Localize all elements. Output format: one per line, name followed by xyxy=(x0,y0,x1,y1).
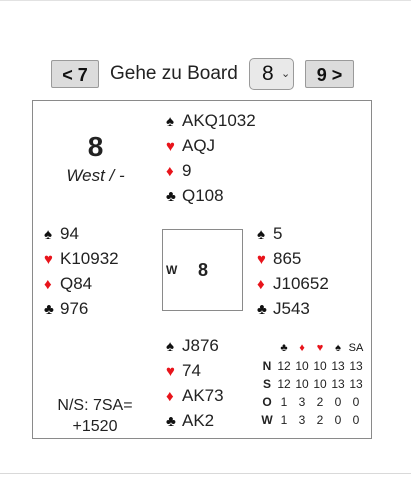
diamond-icon: ♦ xyxy=(166,163,174,180)
player-label: W xyxy=(261,413,273,427)
trick-cell: 13 xyxy=(349,359,363,373)
player-label: O xyxy=(262,395,272,409)
goto-board-label: Gehe zu Board xyxy=(110,63,238,84)
trick-cell: 10 xyxy=(295,359,309,373)
east-diamonds: J10652 xyxy=(273,274,329,293)
hand-diagram: 8 West / - ♠ AKQ1032 ♥ AQJ ♦ 9 ♣ Q108 ♠ 94 ♥ K… xyxy=(32,100,372,439)
west-hand: ♠ 94 ♥ K10932 ♦ Q84 ♣ 976 xyxy=(44,221,119,321)
trick-cell: 0 xyxy=(334,413,342,427)
trick-cell: 2 xyxy=(316,395,324,409)
spade-icon: ♠ xyxy=(44,226,52,243)
south-clubs: AK2 xyxy=(182,411,215,430)
east-spades: 5 xyxy=(273,224,283,243)
table-row: S 12 10 10 13 13 xyxy=(259,375,365,393)
north-spades: AKQ1032 xyxy=(182,111,256,130)
board-number: 8 xyxy=(87,131,104,162)
east-hand: ♠ 5 ♥ 865 ♦ J10652 ♣ J543 xyxy=(257,221,329,321)
heart-icon: ♥ xyxy=(257,251,266,268)
spade-icon: ♠ xyxy=(335,342,341,354)
compass-board-number: 8 xyxy=(198,260,209,280)
heart-icon: ♥ xyxy=(44,251,53,268)
trick-cell: 10 xyxy=(313,359,327,373)
heart-icon: ♥ xyxy=(166,363,175,380)
player-label: N xyxy=(262,359,272,373)
trick-cell: 3 xyxy=(298,395,306,409)
spade-icon: ♠ xyxy=(257,226,265,243)
table-row: W 1 3 2 0 0 xyxy=(259,411,365,429)
chevron-down-icon: ⌄ xyxy=(281,68,291,80)
north-hand: ♠ AKQ1032 ♥ AQJ ♦ 9 ♣ Q108 xyxy=(166,108,256,208)
club-icon: ♣ xyxy=(280,342,288,354)
dealer-vulnerability: West / - xyxy=(66,166,125,185)
next-board-button[interactable]: 9 > xyxy=(305,60,354,88)
notrump-header: SA xyxy=(348,342,364,354)
trick-cell: 13 xyxy=(331,377,345,391)
east-hearts: 865 xyxy=(273,249,302,268)
spade-icon: ♠ xyxy=(166,113,174,130)
diamond-icon: ♦ xyxy=(44,276,52,293)
trick-cell: 3 xyxy=(298,413,306,427)
compass-west-label: W xyxy=(166,263,178,277)
trick-cell: 13 xyxy=(331,359,345,373)
trick-cell: 2 xyxy=(316,413,324,427)
heart-icon: ♥ xyxy=(166,138,175,155)
club-icon: ♣ xyxy=(166,188,176,205)
trick-cell: 1 xyxy=(280,413,288,427)
trick-cell: 0 xyxy=(334,395,342,409)
top-divider xyxy=(0,0,411,1)
tricks-header-row: ♣ ♦ ♥ ♠ SA xyxy=(259,339,365,357)
trick-cell: 0 xyxy=(352,413,360,427)
heart-icon: ♥ xyxy=(316,342,324,354)
board-select[interactable]: 8 ⌄ xyxy=(249,58,294,90)
bottom-divider xyxy=(0,473,411,474)
trick-cell: 12 xyxy=(277,359,291,373)
south-spades: J876 xyxy=(182,336,219,355)
diamond-icon: ♦ xyxy=(257,276,265,293)
east-clubs: J543 xyxy=(273,299,310,318)
spade-icon: ♠ xyxy=(166,338,174,355)
club-icon: ♣ xyxy=(44,301,54,318)
board-navigation: < 7 Gehe zu Board 8 ⌄ 9 > xyxy=(0,58,411,90)
makeable-contracts-table: ♣ ♦ ♥ ♠ SA N 12 10 10 13 13 S 12 10 10 1… xyxy=(259,339,365,429)
south-diamonds: AK73 xyxy=(182,386,224,405)
west-clubs: 976 xyxy=(60,299,89,318)
diamond-icon: ♦ xyxy=(166,388,174,405)
diamond-icon: ♦ xyxy=(299,342,305,354)
trick-cell: 13 xyxy=(349,377,363,391)
north-hearts: AQJ xyxy=(182,136,216,155)
west-diamonds: Q84 xyxy=(60,274,93,293)
south-hearts: 74 xyxy=(182,361,201,380)
west-spades: 94 xyxy=(60,224,79,243)
trick-cell: 1 xyxy=(280,395,288,409)
board-select-value: 8 xyxy=(262,62,274,85)
table-row: O 1 3 2 0 0 xyxy=(259,393,365,411)
table-row: N 12 10 10 13 13 xyxy=(259,357,365,375)
contract-result: N/S: 7SA= +1520 xyxy=(43,395,147,437)
west-hearts: K10932 xyxy=(60,249,119,268)
contract-line: N/S: 7SA= xyxy=(57,397,133,414)
compass-box: W 8 xyxy=(162,229,243,311)
player-label: S xyxy=(262,377,271,391)
trick-cell: 12 xyxy=(277,377,291,391)
club-icon: ♣ xyxy=(166,413,176,430)
score-line: +1520 xyxy=(72,418,118,435)
trick-cell: 10 xyxy=(295,377,309,391)
trick-cell: 10 xyxy=(313,377,327,391)
club-icon: ♣ xyxy=(257,301,267,318)
north-clubs: Q108 xyxy=(182,186,224,205)
north-diamonds: 9 xyxy=(182,161,192,180)
previous-board-button[interactable]: < 7 xyxy=(51,60,99,88)
trick-cell: 0 xyxy=(352,395,360,409)
south-hand: ♠ J876 ♥ 74 ♦ AK73 ♣ AK2 xyxy=(166,333,224,433)
